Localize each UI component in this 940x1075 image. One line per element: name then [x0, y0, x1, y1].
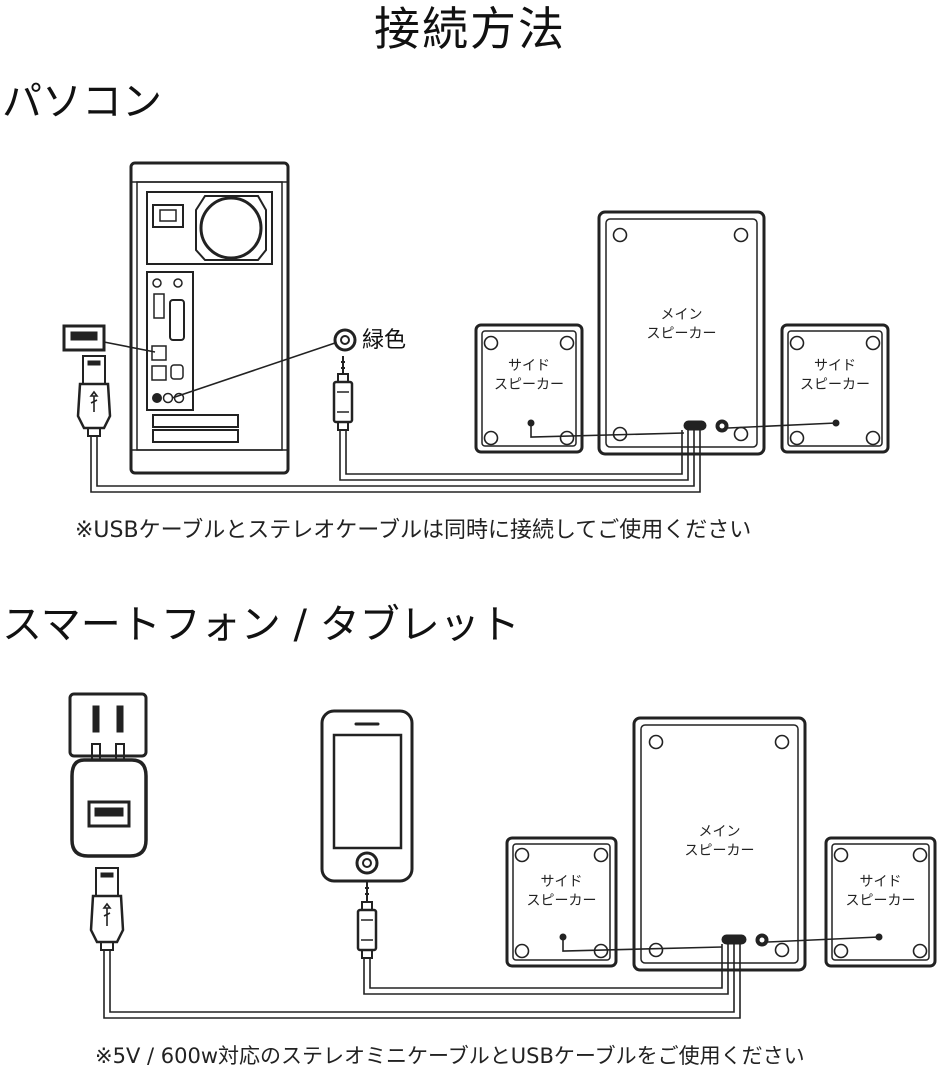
audio-jack-green-icon — [333, 328, 357, 352]
side-speaker-right-label-line2: スピーカー — [800, 376, 870, 393]
usb-plug-icon-2 — [89, 867, 125, 951]
side-speaker-right-label-line1: サイド — [814, 358, 856, 374]
side-speaker-left-label: サイド スピーカー — [476, 357, 582, 395]
usb-port-icon — [62, 324, 106, 352]
side-speaker-left — [474, 323, 584, 454]
main-speaker-label-2-line2: スピーカー — [684, 842, 755, 859]
main-speaker-label-2-line1: メイン — [698, 824, 741, 840]
cables-phone — [103, 936, 880, 1019]
usb-plug-icon — [76, 355, 112, 437]
note-pc: ※USBケーブルとステレオケーブルは同時に接続してご使用ください — [75, 518, 752, 543]
smartphone-icon — [320, 709, 414, 883]
side-speaker-right-label-2-line2: スピーカー — [845, 892, 916, 909]
note-smartphone: ※5V / 600w対応のステレオミニケーブルとUSBケーブルをご使用ください — [95, 1044, 805, 1068]
main-speaker-label-2: メイン スピーカー — [634, 823, 805, 861]
section-heading-pc: パソコン — [2, 79, 162, 125]
usb-charger-adapter-icon — [70, 758, 148, 858]
side-speaker-left-label-2: サイド スピーカー — [507, 873, 616, 911]
main-speaker-label-line1: メイン — [660, 307, 703, 323]
side-speaker-right-label-2-line1: サイド — [859, 874, 902, 890]
side-speaker-left-label-line1: サイド — [508, 358, 550, 374]
pc-tower-illustration — [129, 161, 290, 475]
stereo-plug-icon — [332, 356, 354, 431]
green-jack-label: 緑色 — [362, 328, 407, 353]
section-heading-smartphone: スマートフォン / タブレット — [2, 602, 520, 648]
side-speaker-right-label-2: サイド スピーカー — [826, 873, 935, 911]
side-speaker-left-2 — [505, 836, 618, 968]
side-speaker-right — [780, 323, 890, 454]
ac-plug-icon — [68, 692, 148, 761]
side-speaker-right-label: サイド スピーカー — [782, 357, 888, 395]
page-title: 接続方法 — [374, 2, 566, 56]
side-speaker-left-label-2-line2: スピーカー — [526, 892, 597, 909]
side-speaker-left-label-line2: スピーカー — [494, 376, 564, 393]
main-speaker-label: メイン スピーカー — [599, 306, 764, 344]
cables-pc — [90, 422, 837, 493]
main-speaker-label-line2: スピーカー — [646, 325, 717, 342]
stereo-plug-icon-2 — [356, 882, 378, 959]
side-speaker-left-label-2-line1: サイド — [540, 874, 583, 890]
